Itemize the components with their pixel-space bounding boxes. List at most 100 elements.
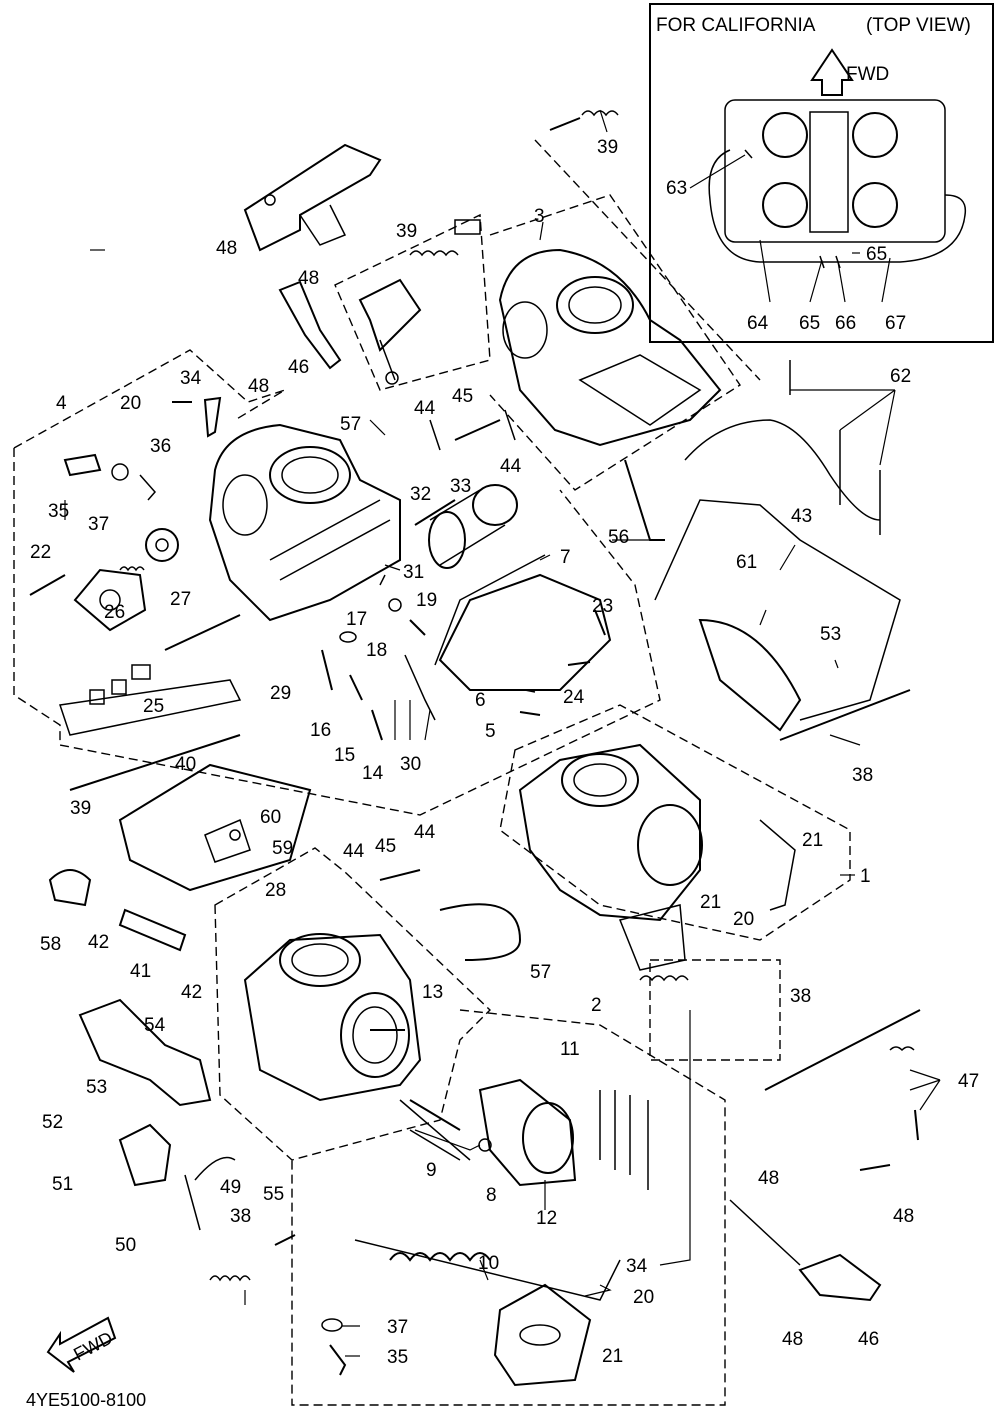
callout-53a: 53 xyxy=(820,624,841,645)
callout-42b: 42 xyxy=(181,982,202,1003)
needle-32 xyxy=(414,499,456,526)
callout-25: 25 xyxy=(143,696,164,717)
callout-23: 23 xyxy=(592,596,613,617)
callout-48c: 48 xyxy=(248,376,269,397)
callout-20c: 20 xyxy=(633,1287,654,1308)
callout-18: 18 xyxy=(366,640,387,661)
callout-31: 31 xyxy=(403,562,424,583)
callout-37b: 37 xyxy=(387,1317,408,1338)
link-mechanism xyxy=(358,278,422,385)
callout-32: 32 xyxy=(410,484,431,505)
callout-10: 10 xyxy=(478,1253,499,1274)
callout-39a: 39 xyxy=(597,137,618,158)
callout-20b: 20 xyxy=(733,909,754,930)
inset-title: FOR CALIFORNIA xyxy=(656,15,816,36)
callout-60: 60 xyxy=(260,807,281,828)
throttle-bracket-top xyxy=(243,143,382,252)
cover-34-lower xyxy=(493,1283,592,1387)
callouts: 39 3 48 39 48 48 46 4 20 34 36 35 37 57 … xyxy=(30,137,979,1368)
leader-lines xyxy=(64,109,941,1357)
callout-22: 22 xyxy=(30,542,51,563)
inset-panel: FOR CALIFORNIA (TOP VIEW) FWD 63 65 64 6… xyxy=(649,3,994,343)
callout-11: 11 xyxy=(560,1039,580,1060)
bracket-61 xyxy=(698,618,802,732)
group-25-frame xyxy=(59,679,242,736)
throttle-link-arm xyxy=(278,280,342,370)
assembly-4-boundary xyxy=(13,349,286,449)
callout-45a: 45 xyxy=(452,386,473,407)
float-bowl-7 xyxy=(438,573,612,691)
spring-39-top xyxy=(409,250,459,257)
callout-4: 4 xyxy=(56,393,67,414)
callout-12: 12 xyxy=(536,1208,557,1229)
callout-27: 27 xyxy=(170,589,191,610)
callout-52: 52 xyxy=(42,1112,63,1133)
callout-13: 13 xyxy=(422,982,443,1003)
inset-callout-67: 67 xyxy=(885,313,906,334)
callout-35b: 35 xyxy=(387,1347,408,1368)
callout-1: 1 xyxy=(860,866,871,887)
callout-24: 24 xyxy=(563,687,585,708)
callout-48d: 48 xyxy=(758,1168,779,1189)
assembly-1-boundary xyxy=(499,704,851,941)
callout-48e: 48 xyxy=(893,1206,914,1227)
callout-48a: 48 xyxy=(216,238,237,259)
inset-fwd: FWD xyxy=(846,64,889,85)
tube-41 xyxy=(118,908,187,952)
callout-5: 5 xyxy=(485,721,496,742)
callout-16: 16 xyxy=(310,720,331,741)
callout-35a: 35 xyxy=(48,501,69,522)
carburetor-2 xyxy=(243,933,422,1102)
callout-9: 9 xyxy=(426,1160,437,1181)
callout-37a: 37 xyxy=(88,514,109,535)
callout-61: 61 xyxy=(736,552,757,573)
inset-callout-65a: 65 xyxy=(866,244,887,265)
callout-51: 51 xyxy=(52,1174,73,1195)
callout-41: 41 xyxy=(130,961,151,982)
callout-34b: 34 xyxy=(626,1256,648,1277)
callout-50: 50 xyxy=(115,1235,136,1256)
fwd-arrow-icon-lower xyxy=(46,1316,117,1373)
callout-7: 7 xyxy=(560,547,571,568)
inset-callout-66: 66 xyxy=(835,313,856,334)
bolts-62 xyxy=(789,360,881,535)
callout-57a: 57 xyxy=(340,414,361,435)
callout-62: 62 xyxy=(890,366,911,387)
callout-33: 33 xyxy=(450,476,471,497)
drawing-code: 4YE5100-8100 xyxy=(26,1390,146,1410)
assembly-boundaries xyxy=(13,139,851,1406)
callout-6: 6 xyxy=(475,690,486,711)
screw-35 xyxy=(63,453,102,477)
assembly-3-boundary xyxy=(489,194,741,491)
callout-21a: 21 xyxy=(802,830,823,851)
callout-43: 43 xyxy=(791,506,812,527)
callout-2: 2 xyxy=(591,995,602,1016)
callout-44d: 44 xyxy=(343,841,365,862)
callout-38b: 38 xyxy=(790,986,811,1007)
callout-59: 59 xyxy=(272,838,293,859)
choke-46 xyxy=(798,1253,882,1302)
rod-47 xyxy=(764,1009,921,1091)
inset-callout-64: 64 xyxy=(747,313,769,334)
diaphragm-33 xyxy=(428,484,518,569)
bracket-54 xyxy=(78,998,212,1107)
callout-55: 55 xyxy=(263,1184,284,1205)
callout-28: 28 xyxy=(265,880,286,901)
callout-56: 56 xyxy=(608,527,629,548)
callout-29: 29 xyxy=(270,683,291,704)
hose-57 xyxy=(439,903,522,961)
diaphragm-12 xyxy=(478,1078,577,1187)
hose-61 xyxy=(654,499,901,721)
carburetor-1 xyxy=(518,743,796,971)
cable-43 xyxy=(684,419,881,521)
inset-view: (TOP VIEW) xyxy=(866,15,971,36)
callout-21c: 21 xyxy=(602,1346,623,1367)
callout-21b: 21 xyxy=(700,892,721,913)
inset-frame xyxy=(649,3,994,343)
inset-callout-65b: 65 xyxy=(799,313,820,334)
callout-36: 36 xyxy=(150,436,171,457)
carburetor-4 xyxy=(208,423,401,622)
sensor-51 xyxy=(118,1123,172,1187)
choke-parts xyxy=(29,528,179,632)
callout-44c: 44 xyxy=(414,822,436,843)
